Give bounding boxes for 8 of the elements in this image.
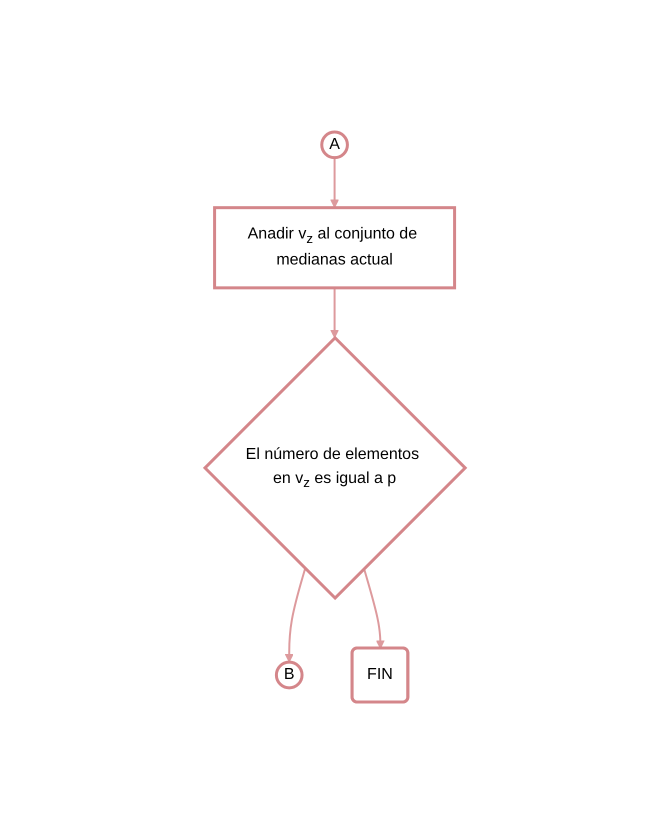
node-circle: B (274, 661, 304, 690)
node-box: Anadir v$_{z}$ al conjunto de medianas actual (213, 206, 456, 290)
arrow (330, 288, 339, 339)
arrow (330, 158, 339, 209)
node-diamond: El número de elementos en v$_{z}$ es igual a p (202, 336, 468, 601)
node-circle: A (320, 130, 349, 160)
arrow (362, 568, 385, 650)
arrow (284, 568, 306, 664)
